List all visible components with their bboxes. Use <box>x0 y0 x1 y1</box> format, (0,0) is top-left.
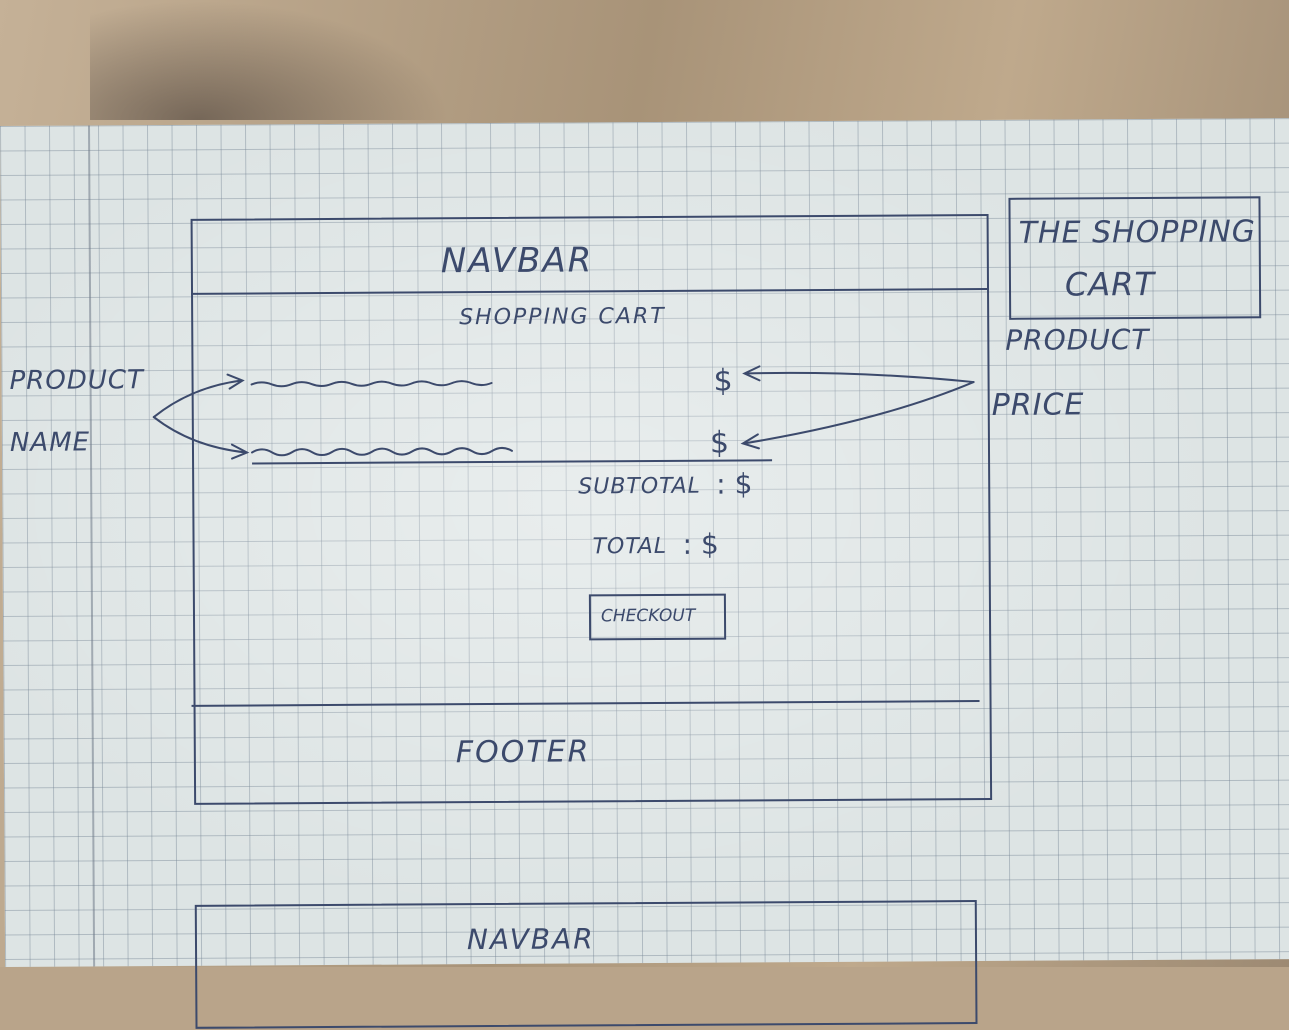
product-price-arrowhead-2 <box>740 433 760 450</box>
product-price-arrow-2 <box>742 381 975 445</box>
product-price-arrowhead-1 <box>742 365 761 382</box>
sketch-strokes <box>152 365 975 460</box>
product-name-arrowhead-1 <box>226 373 245 390</box>
product-price-arrow-1 <box>744 371 975 384</box>
product-name-squiggle-2 <box>250 446 513 457</box>
product-name-arrow-2 <box>152 416 247 454</box>
product-name-arrowhead-2 <box>230 443 250 460</box>
product-name-arrow-1 <box>152 379 243 419</box>
desk-shadow <box>90 0 450 120</box>
grid-paper-sheet: NAVBAR SHOPPING CART $ $ SUBTOTAL : $ TO… <box>0 118 1289 1029</box>
product-name-squiggle-1 <box>250 380 493 388</box>
